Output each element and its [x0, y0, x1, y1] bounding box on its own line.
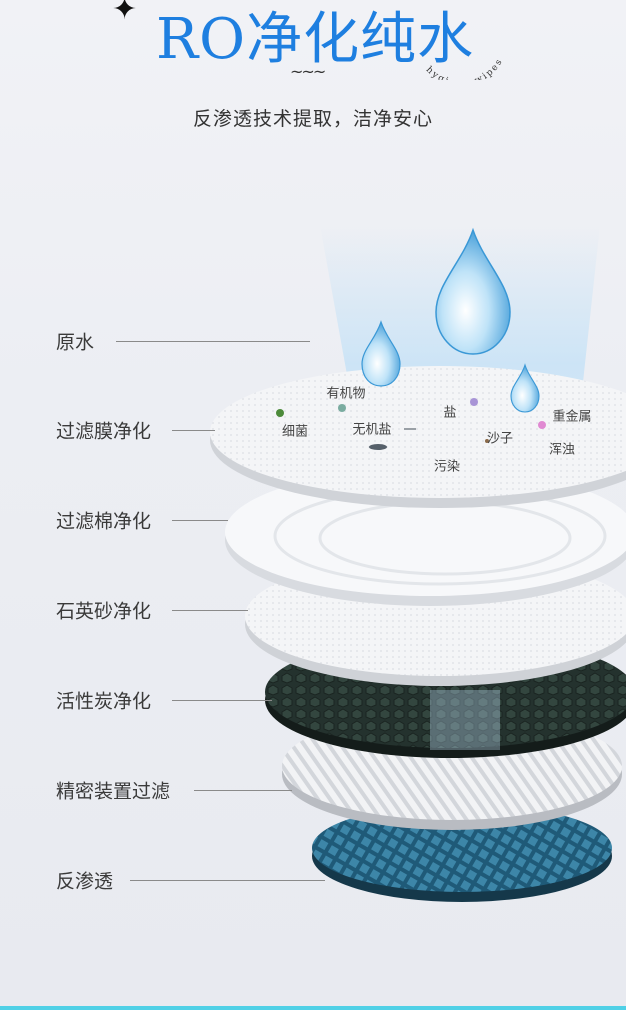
carbon-beam [430, 690, 500, 750]
contaminant-label: 有机物 [326, 386, 366, 402]
subtitle: 反渗透技术提取，洁净安心 [192, 108, 433, 130]
contaminant-label: 盐 [443, 405, 457, 421]
contaminant-label: 浑浊 [548, 442, 576, 458]
header: ✦ RO净化纯水 ~~~ hygiene wipes 反渗透技术提取，洁净安心 [0, 0, 626, 140]
layer-label-carbon: 活性炭净化 [56, 690, 152, 713]
leader-line [172, 520, 228, 521]
layer-label-ro: 反渗透 [56, 870, 114, 893]
inorganic-speck [404, 428, 416, 430]
contaminant-label: 重金属 [552, 409, 592, 425]
layer-label-raw-water: 原水 [56, 331, 95, 354]
wave-decoration: ~~~ [290, 62, 326, 81]
bacteria-speck [276, 409, 284, 417]
salt-speck [369, 444, 387, 450]
sparkle-icon: ✦ [112, 0, 138, 27]
layer-label-quartz: 石英砂净化 [56, 600, 152, 623]
leader-line [194, 790, 292, 791]
leader-line [172, 610, 248, 611]
contaminant-label: 无机盐 [352, 422, 392, 438]
contaminant-label: 细菌 [281, 424, 309, 440]
layer-label-membrane: 过滤膜净化 [56, 420, 152, 443]
metal-speck [538, 421, 546, 429]
layer-label-cotton: 过滤棉净化 [56, 510, 152, 533]
ro-layer [312, 804, 612, 892]
leader-line [172, 700, 272, 701]
page-title: RO净化纯水 [156, 7, 475, 72]
contaminant-label: 沙子 [486, 431, 514, 447]
layer-label-precision: 精密装置过滤 [56, 780, 171, 803]
arc-brand-text: hygiene wipes [424, 56, 504, 80]
leader-line [172, 430, 215, 431]
contaminant-label: 污染 [433, 459, 461, 475]
sand-speck [485, 439, 489, 443]
water-drop-medium-icon [361, 320, 401, 387]
water-drop-large-icon [435, 227, 511, 355]
water-drop-small-icon [510, 363, 540, 413]
leader-line [116, 341, 310, 342]
organic-speck [338, 404, 346, 412]
leader-line [130, 880, 325, 881]
accent-bar [0, 1006, 626, 1010]
heavy-metal-speck [470, 398, 478, 406]
